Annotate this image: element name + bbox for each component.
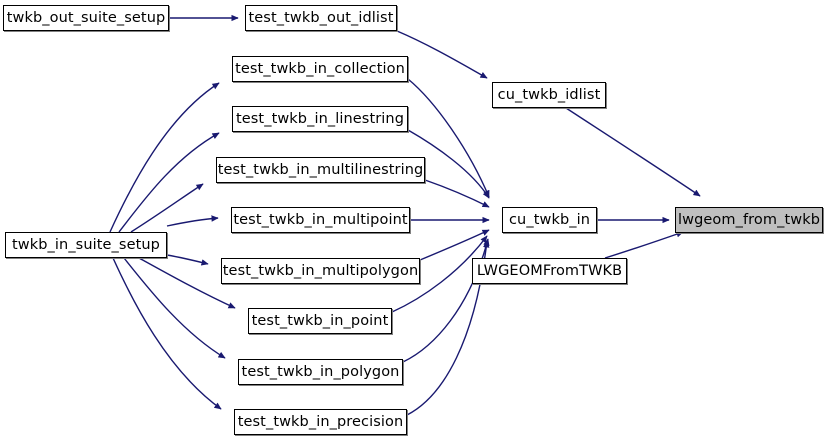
- edge-twkb_in_suite_setup-to-test_twkb_in_collection: [109, 82, 220, 233]
- node-label: test_twkb_in_point: [251, 312, 389, 329]
- node-label: test_twkb_in_precision: [237, 413, 404, 430]
- edge-twkb_in_suite_setup-to-test_twkb_in_linestring: [118, 132, 220, 233]
- node-test_twkb_in_multipolygon[interactable]: test_twkb_in_multipolygon: [221, 258, 420, 284]
- node-test_twkb_in_point[interactable]: test_twkb_in_point: [248, 308, 392, 334]
- edge-twkb_in_suite_setup-to-test_twkb_in_precision: [112, 257, 222, 410]
- edge-cu_twkb_idlist-to-lwgeom_from_twkb: [565, 107, 701, 197]
- node-label: cu_twkb_in: [508, 211, 591, 228]
- node-test_twkb_out_idlist[interactable]: test_twkb_out_idlist: [245, 5, 397, 31]
- node-lwgeom_from_twkb[interactable]: lwgeom_from_twkb: [675, 207, 823, 233]
- edge-test_twkb_in_multipolygon-to-cu_twkb_in: [419, 229, 490, 261]
- node-cu_twkb_in[interactable]: cu_twkb_in: [502, 207, 597, 233]
- node-label: test_twkb_out_idlist: [248, 9, 394, 26]
- node-test_twkb_in_multilinestring[interactable]: test_twkb_in_multilinestring: [216, 157, 425, 183]
- node-label: twkb_out_suite_setup: [6, 9, 166, 26]
- node-test_twkb_in_collection[interactable]: test_twkb_in_collection: [232, 56, 408, 82]
- edge-twkb_in_suite_setup-to-test_twkb_in_multipoint: [166, 215, 219, 227]
- node-test_twkb_in_multipoint[interactable]: test_twkb_in_multipoint: [231, 207, 410, 233]
- node-label: test_twkb_in_collection: [235, 60, 405, 77]
- node-test_twkb_in_linestring[interactable]: test_twkb_in_linestring: [232, 106, 408, 132]
- edge-twkb_in_suite_setup-to-test_twkb_in_multilinestring: [130, 183, 204, 233]
- node-label: test_twkb_in_multipolygon: [222, 262, 419, 279]
- edge-twkb_in_suite_setup-to-test_twkb_in_polygon: [123, 257, 226, 359]
- node-label: lwgeom_from_twkb: [678, 211, 820, 228]
- node-label: LWGEOMFromTWKB: [476, 262, 623, 279]
- node-label: test_twkb_in_polygon: [241, 363, 400, 380]
- edge-twkb_in_suite_setup-to-test_twkb_in_multipolygon: [166, 254, 209, 266]
- node-label: test_twkb_in_linestring: [235, 110, 405, 127]
- node-test_twkb_in_precision[interactable]: test_twkb_in_precision: [234, 409, 407, 435]
- edge-LWGEOMFromTWKB-to-lwgeom_from_twkb: [604, 231, 684, 259]
- node-label: cu_twkb_idlist: [497, 86, 601, 103]
- node-twkb_out_suite_setup[interactable]: twkb_out_suite_setup: [3, 5, 169, 31]
- node-label: twkb_in_suite_setup: [12, 236, 160, 253]
- edge-test_twkb_in_multilinestring-to-cu_twkb_in: [424, 179, 490, 208]
- node-test_twkb_in_polygon[interactable]: test_twkb_in_polygon: [238, 359, 403, 385]
- node-label: test_twkb_in_multilinestring: [217, 161, 424, 178]
- node-cu_twkb_idlist[interactable]: cu_twkb_idlist: [492, 82, 606, 108]
- node-label: test_twkb_in_multipoint: [233, 211, 408, 228]
- node-twkb_in_suite_setup[interactable]: twkb_in_suite_setup: [5, 232, 167, 258]
- node-LWGEOMFromTWKB[interactable]: LWGEOMFromTWKB: [472, 258, 627, 284]
